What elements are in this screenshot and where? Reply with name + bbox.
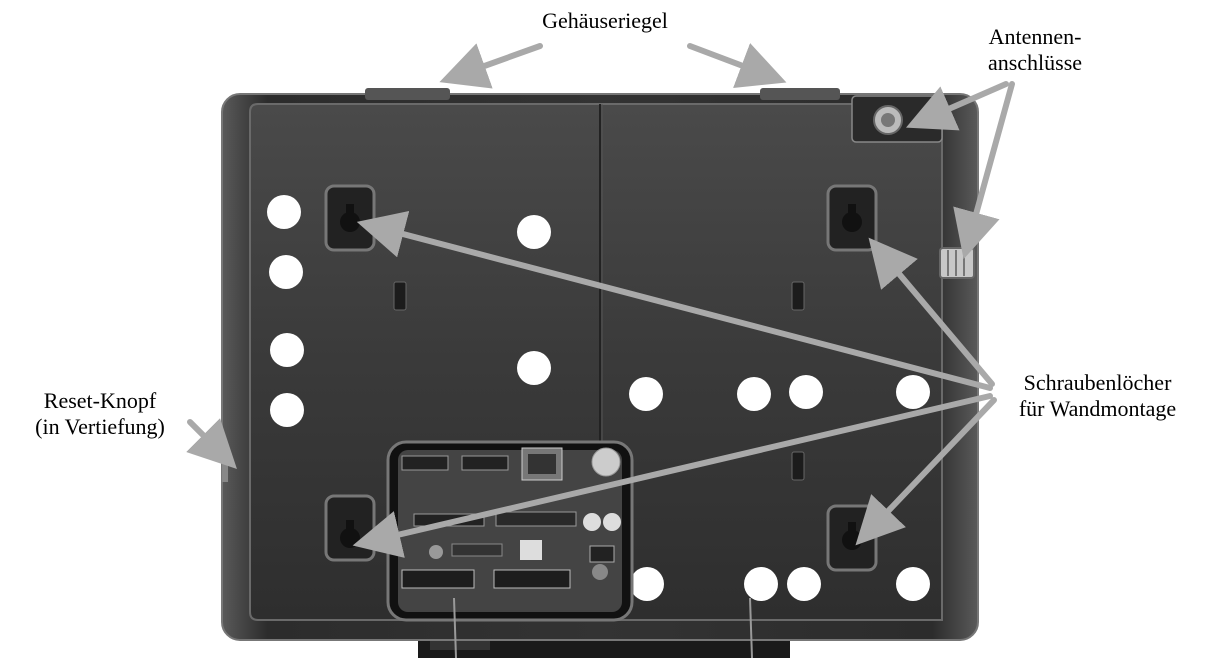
mount-hole-top-left bbox=[324, 184, 376, 252]
slot bbox=[393, 281, 407, 311]
mount-hole-bottom-left bbox=[324, 494, 376, 562]
arrow-schrauben-tl bbox=[356, 210, 993, 391]
label-schrauben-line2: für Wandmontage bbox=[1018, 396, 1177, 421]
reset-button-icon bbox=[222, 458, 228, 482]
callout-arrows bbox=[186, 43, 1015, 558]
label-antennenanschluesse: Antennen- anschlüsse bbox=[960, 24, 1110, 76]
cable bbox=[453, 597, 457, 658]
label-reset-knopf: Reset-Knopf (in Vertiefung) bbox=[0, 388, 200, 440]
mount-hole-top-right bbox=[826, 184, 878, 252]
label-reset-line2: (in Vertiefung) bbox=[35, 414, 165, 439]
arrow-reset bbox=[186, 418, 237, 469]
slot bbox=[791, 451, 805, 481]
arrow-antenne-side bbox=[953, 81, 1015, 260]
label-gehaeuseriegel: Gehäuseriegel bbox=[530, 8, 680, 34]
masking-dots bbox=[267, 195, 930, 601]
arrow-schrauben-br bbox=[855, 397, 997, 546]
label-antennen-line2: anschlüsse bbox=[987, 50, 1083, 75]
label-gehaeuseriegel-text: Gehäuseriegel bbox=[542, 8, 668, 33]
mount-hole-bottom-right bbox=[826, 504, 878, 572]
label-schrauben-line1: Schraubenlöcher bbox=[1023, 370, 1172, 395]
label-reset-line1: Reset-Knopf bbox=[43, 388, 157, 413]
arrow-gehaeuseriegel-left bbox=[439, 43, 543, 89]
label-schraubenloecher: Schraubenlöcher für Wandmontage bbox=[990, 370, 1205, 422]
circuit-board bbox=[386, 440, 634, 622]
arrow-schrauben-tr bbox=[868, 237, 995, 387]
label-antennen-line1: Antennen- bbox=[988, 24, 1082, 49]
arrow-schrauben-bl bbox=[352, 393, 993, 558]
arrow-gehaeuseriegel-right bbox=[687, 43, 787, 88]
cable bbox=[749, 597, 753, 658]
housing-latch-left bbox=[365, 88, 450, 100]
housing-latch-right bbox=[760, 88, 840, 100]
slot bbox=[791, 281, 805, 311]
stand-highlight bbox=[430, 640, 490, 650]
arrow-antenne-top bbox=[905, 81, 1009, 131]
